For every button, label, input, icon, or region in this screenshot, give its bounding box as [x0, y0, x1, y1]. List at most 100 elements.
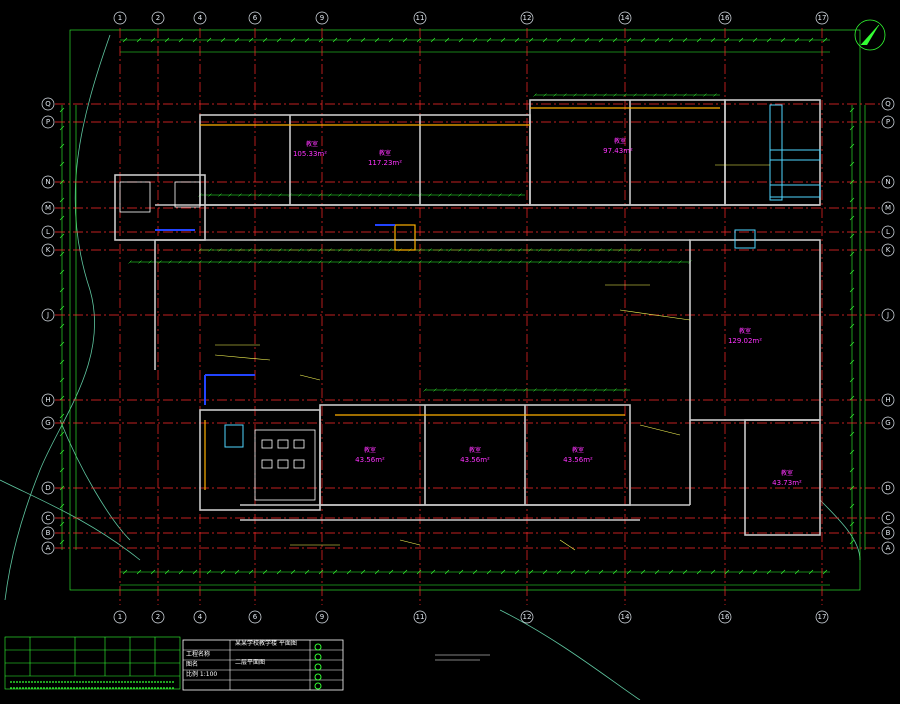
svg-text:14: 14 [621, 14, 630, 22]
svg-text:11: 11 [416, 14, 425, 22]
room-name-r4: 教室 [739, 327, 751, 335]
legend-note-lines [10, 681, 175, 689]
svg-text:2: 2 [156, 14, 160, 22]
column-axis-bubble-6-bottom: 6 [248, 610, 262, 624]
title-row-c: 比例 1:100 [186, 670, 217, 678]
svg-text:M: M [45, 204, 51, 212]
svg-text:12: 12 [523, 14, 532, 22]
svg-text:C: C [886, 514, 891, 522]
svg-text:1: 1 [118, 613, 122, 621]
svg-text:12: 12 [523, 613, 532, 621]
svg-text:K: K [886, 246, 891, 254]
svg-text:Q: Q [45, 100, 51, 108]
svg-text:4: 4 [198, 14, 203, 22]
column-axis-bubble-4-bottom: 4 [193, 610, 207, 624]
room-area-r5: 43.56m² [355, 456, 385, 464]
room-area-r3: 97.43m² [603, 147, 633, 155]
stairs [224, 104, 821, 448]
room-name-r2: 教室 [379, 149, 391, 157]
row-axis-bubble-M-right: M [881, 201, 895, 215]
column-axis-bubble-9-top: 9 [315, 11, 329, 25]
room-name-r6: 教室 [469, 446, 481, 454]
room-area-r4: 129.02m² [728, 337, 762, 345]
row-axis-bubble-L-right: L [881, 225, 895, 239]
svg-text:L: L [46, 228, 50, 236]
svg-text:A: A [886, 544, 891, 552]
svg-text:17: 17 [818, 613, 827, 621]
axis-grid [55, 28, 880, 605]
row-axis-bubble-A-left: A [41, 541, 55, 555]
row-axis-bubble-Q-left: Q [41, 97, 55, 111]
svg-text:2: 2 [156, 613, 160, 621]
row-axis-bubble-K-right: K [881, 243, 895, 257]
svg-text:4: 4 [198, 613, 203, 621]
svg-text:B: B [886, 529, 891, 537]
svg-text:16: 16 [721, 613, 730, 621]
svg-text:11: 11 [416, 613, 425, 621]
svg-text:C: C [46, 514, 51, 522]
wall-accents [200, 107, 720, 490]
row-axis-bubble-G-left: G [41, 416, 55, 430]
room-name-r3: 教室 [614, 137, 626, 145]
column-axis-bubble-11-bottom: 11 [413, 610, 427, 624]
svg-text:17: 17 [818, 14, 827, 22]
svg-text:6: 6 [253, 613, 258, 621]
svg-text:6: 6 [253, 14, 258, 22]
room-name-r7: 教室 [572, 446, 584, 454]
title-block: 某某学校教学楼 平面图 二层平面图 工程名称 图名 比例 1:100 [182, 639, 344, 691]
svg-text:9: 9 [320, 613, 324, 621]
column-axis-bubble-14-bottom: 14 [618, 610, 632, 624]
column-axis-bubble-14-top: 14 [618, 11, 632, 25]
row-axis-bubble-B-left: B [41, 526, 55, 540]
row-axis-bubble-D-left: D [41, 481, 55, 495]
row-axis-bubble-N-right: N [881, 175, 895, 189]
title-row-b: 图名 [186, 660, 198, 668]
column-axis-bubble-2-top: 2 [151, 11, 165, 25]
column-axis-bubble-16-bottom: 16 [718, 610, 732, 624]
column-axis-bubble-6-top: 6 [248, 11, 262, 25]
row-axis-bubble-H-left: H [41, 393, 55, 407]
svg-text:M: M [885, 204, 891, 212]
row-axis-bubble-J-left: J [41, 308, 55, 322]
room-area-r8: 43.73m² [772, 479, 802, 487]
svg-text:N: N [885, 178, 890, 186]
row-axis-bubble-Q-right: Q [881, 97, 895, 111]
svg-text:J: J [886, 311, 889, 319]
room-name-r1: 教室 [306, 140, 318, 148]
svg-text:N: N [45, 178, 50, 186]
svg-text:G: G [885, 419, 890, 427]
title-line1: 某某学校教学楼 平面图 [235, 639, 297, 647]
room-area-r6: 43.56m² [460, 456, 490, 464]
column-axis-bubble-2-bottom: 2 [151, 610, 165, 624]
svg-text:9: 9 [320, 14, 324, 22]
column-axis-bubble-16-top: 16 [718, 11, 732, 25]
row-axis-bubble-G-right: G [881, 416, 895, 430]
building-walls [114, 99, 821, 536]
room-area-r2: 117.23m² [368, 159, 402, 167]
room-name-r5: 教室 [364, 446, 376, 454]
svg-text:14: 14 [621, 613, 630, 621]
svg-text:B: B [46, 529, 51, 537]
title-line2: 二层平面图 [235, 659, 265, 666]
site-boundary [0, 34, 861, 701]
row-axis-bubble-K-left: K [41, 243, 55, 257]
legend-table [4, 636, 181, 690]
svg-text:J: J [46, 311, 49, 319]
column-axis-bubble-17-bottom: 17 [815, 610, 829, 624]
row-axis-bubble-J-right: J [881, 308, 895, 322]
room-area-r7: 43.56m² [563, 456, 593, 464]
room-name-r8: 教室 [781, 469, 793, 477]
svg-text:P: P [46, 118, 50, 126]
annotations [214, 164, 770, 551]
column-axis-bubble-9-bottom: 9 [315, 610, 329, 624]
svg-text:D: D [885, 484, 890, 492]
column-axis-bubble-11-top: 11 [413, 11, 427, 25]
row-axis-bubble-C-right: C [881, 511, 895, 525]
svg-text:1: 1 [118, 14, 122, 22]
row-axis-bubble-C-left: C [41, 511, 55, 525]
row-axis-bubble-H-right: H [881, 393, 895, 407]
row-axis-bubble-N-left: N [41, 175, 55, 189]
